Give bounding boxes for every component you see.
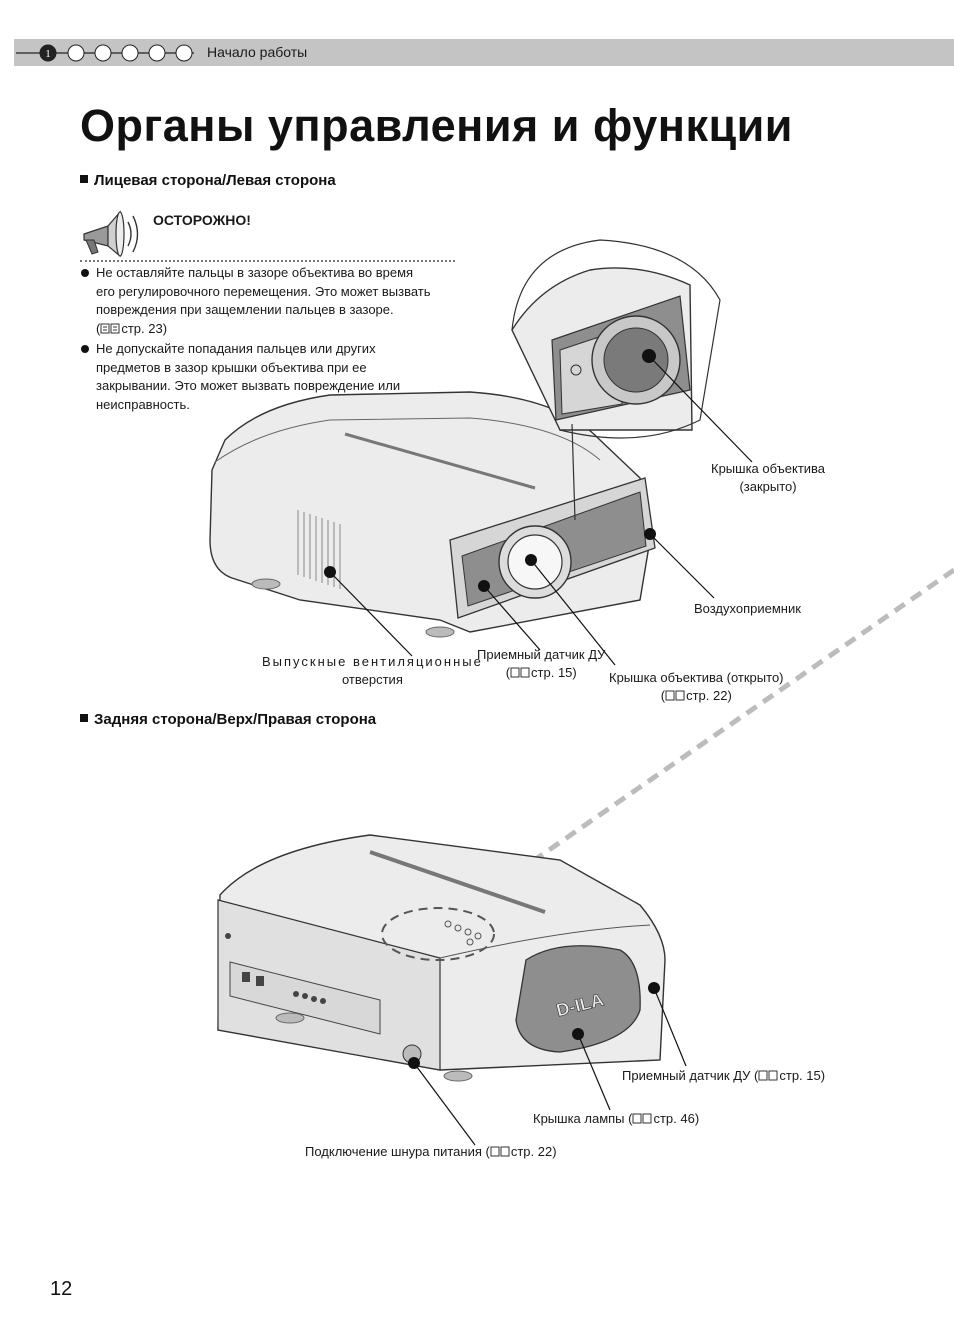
header-section-title: Начало работы [207, 44, 308, 60]
step-progress-indicator: 1 [16, 44, 194, 62]
manual-book-icon [665, 690, 685, 701]
page-reference: (стр. 23) [96, 320, 168, 336]
caution-bullet-item: Не допускайте попадания пальцев или друг… [80, 340, 460, 414]
callout-remote-sensor-rear: Приемный датчик ДУ (стр. 15) [622, 1068, 826, 1083]
manual-book-icon [100, 323, 120, 333]
section-heading-rear: Задняя сторона/Верх/Правая сторона [80, 711, 376, 728]
callout-lens-cover-closed: Крышка объектива (закрыто) [711, 461, 826, 494]
manual-book-icon [490, 1146, 510, 1157]
callout-air-intake: Воздухоприемник [694, 601, 801, 616]
callout-power-cord: Подключение шнура питания (стр. 22) [305, 1144, 557, 1159]
step-number: 1 [45, 48, 51, 60]
exhaust-vent-grille [297, 510, 341, 589]
manual-book-icon [632, 1113, 652, 1124]
megaphone-warning-icon [83, 210, 139, 258]
callout-remote-sensor-front: Приемный датчик ДУ (стр. 15) [477, 647, 606, 680]
square-bullet-icon [80, 175, 88, 183]
manual-book-icon [510, 667, 530, 678]
caution-bullet-list: Не оставляйте пальцы в зазоре объектива … [80, 264, 460, 416]
bullet-dot-icon [81, 345, 89, 353]
square-bullet-icon [80, 714, 88, 722]
bullet-dot-icon [81, 269, 89, 277]
step-current [39, 44, 57, 62]
callout-lamp-cover: Крышка лампы (стр. 46) [533, 1111, 700, 1126]
dotted-divider [80, 260, 455, 262]
manual-book-icon [758, 1070, 778, 1081]
section-heading-front: Лицевая сторона/Левая сторона [80, 172, 336, 189]
callout-exhaust-vents: Выпускные вентиляционные отверстия [262, 654, 483, 687]
lens-closeup-inset [511, 239, 721, 521]
projector-rear-illustration: D-ILA [217, 834, 666, 1082]
page-title: Органы управления и функции [80, 100, 793, 151]
caution-bullet-item: Не оставляйте пальцы в зазоре объектива … [80, 264, 460, 338]
callout-lens-cover-open: Крышка объектива (открыто) (стр. 22) [609, 670, 784, 703]
caution-label: ОСТОРОЖНО! [153, 212, 251, 228]
page-number: 12 [50, 1278, 73, 1300]
